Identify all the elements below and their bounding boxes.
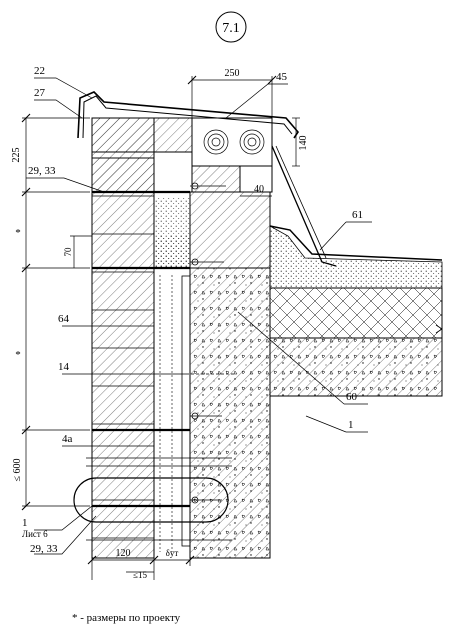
detail-number: 7.1 <box>222 21 240 36</box>
callout-29-33-bottom: 29, 33 <box>30 543 58 555</box>
parapet-top <box>91 117 273 193</box>
dimension-lines <box>22 76 300 580</box>
wall-anchors <box>186 182 234 504</box>
insulation-layer <box>154 198 190 552</box>
dimension-ticks <box>21 75 277 565</box>
dim-70: 70 <box>63 247 73 257</box>
load-bearing-wall <box>181 191 271 559</box>
callout-labels: 22 27 45 29, 33 61 64 14 60 1 4а 1 Лист … <box>22 65 363 555</box>
callout-1-sheet-num: 1 <box>22 517 28 529</box>
dim-star-1: * <box>15 227 21 239</box>
callout-1-sheet-text: Лист 6 <box>22 529 48 539</box>
callout-27: 27 <box>34 87 46 99</box>
callout-22: 22 <box>34 65 45 77</box>
callout-45: 45 <box>276 71 288 83</box>
detail-reference-bubble <box>73 477 229 523</box>
dim-star-2: * <box>15 349 21 361</box>
detail-number-badge: 7.1 <box>215 11 247 43</box>
cap-flashing <box>77 91 337 267</box>
footnote: * - размеры по проекту <box>72 612 181 624</box>
dimension-texts: 250 140 40 225 * * 70 ≤ 600 120 δут ≤15 <box>11 68 309 580</box>
callout-60: 60 <box>346 391 358 403</box>
callout-leaders <box>26 77 372 555</box>
dim-250: 250 <box>225 68 240 79</box>
dim-le15: ≤15 <box>133 570 147 580</box>
callout-1: 1 <box>348 419 354 431</box>
callout-29-33-top: 29, 33 <box>28 165 56 177</box>
callout-4a: 4а <box>62 433 73 445</box>
callout-61: 61 <box>352 209 363 221</box>
dim-40: 40 <box>254 184 264 195</box>
dim-le600: ≤ 600 <box>12 459 23 482</box>
dim-delta: δут <box>166 548 179 558</box>
dim-120: 120 <box>116 548 131 559</box>
callout-64: 64 <box>58 313 70 325</box>
roof-slab <box>269 225 443 397</box>
callout-14: 14 <box>58 361 70 373</box>
dim-140: 140 <box>298 136 309 151</box>
dim-225: 225 <box>11 148 22 163</box>
